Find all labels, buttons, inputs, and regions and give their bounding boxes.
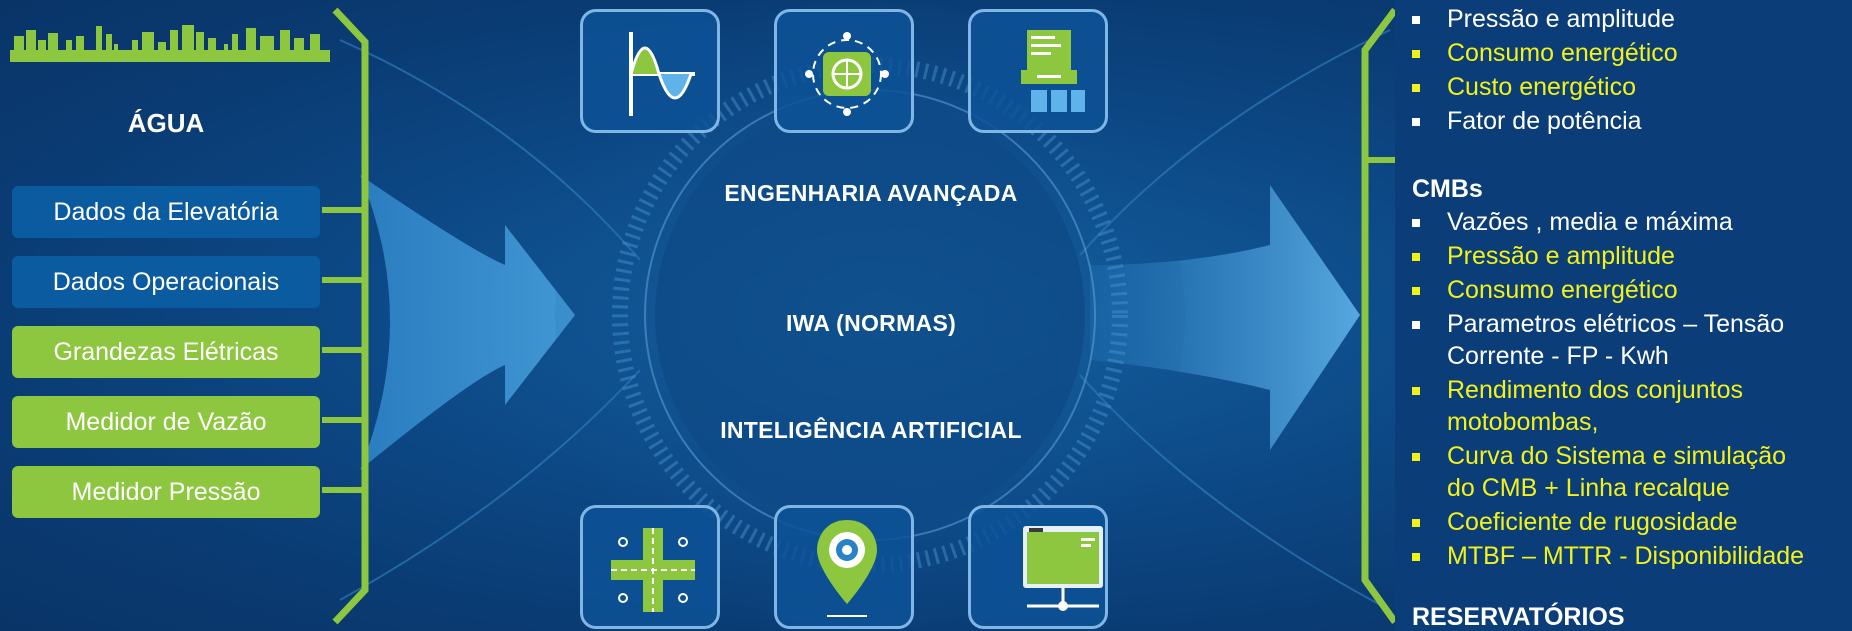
tile-wave-chart xyxy=(580,9,720,133)
flowchart-icon xyxy=(1021,30,1085,112)
left-bracket xyxy=(332,7,369,625)
tile-globe-network xyxy=(774,9,914,133)
bullet xyxy=(1412,219,1420,227)
item-custo-energetico: Custo energético xyxy=(1447,73,1637,101)
bullet xyxy=(1412,453,1420,461)
right-panel xyxy=(1395,0,1852,631)
source-box-pressao: Medidor Pressão xyxy=(12,466,320,518)
item-consumo-energetico: Consumo energético xyxy=(1447,39,1678,67)
item-rendimento-cont: motobombas, xyxy=(1447,408,1599,436)
item-curva-sistema-cont: do CMB + Linha recalque xyxy=(1447,474,1730,502)
tile-circuit-cross xyxy=(580,505,720,629)
tile-location-pin xyxy=(774,505,914,629)
bullet xyxy=(1412,321,1420,329)
dash-ring xyxy=(612,57,1128,573)
wave-chart-icon xyxy=(629,32,695,116)
bullet xyxy=(1412,16,1420,24)
item-fator-potencia: Fator de potência xyxy=(1447,107,1642,135)
tile-monitor-network xyxy=(968,505,1108,629)
item-consumo-energetico-cmb: Consumo energético xyxy=(1447,276,1678,304)
source-box-operacionais: Dados Operacionais xyxy=(12,256,320,308)
bullet xyxy=(1412,84,1420,92)
bullet xyxy=(1412,253,1420,261)
label-iwa: IWA (NORMAS) xyxy=(785,310,957,336)
item-parametros-eletricos-cont: Corrente - FP - Kwh xyxy=(1447,342,1669,370)
item-pressao-amplitude-cmb: Pressão e amplitude xyxy=(1447,242,1675,270)
location-pin-icon xyxy=(817,520,877,617)
item-curva-sistema: Curva do Sistema e simulação xyxy=(1447,442,1787,470)
section-title-reservatorios: RESERVATÓRIOS xyxy=(1412,603,1625,631)
bullet xyxy=(1412,50,1420,58)
source-box-grandezas: Grandezas Elétricas xyxy=(12,326,320,378)
section-title-cmbs: CMBs xyxy=(1412,175,1483,203)
bullet xyxy=(1412,387,1420,395)
monitor-network-icon xyxy=(1023,526,1103,611)
item-mtbf-mttr: MTBF – MTTR - Disponibilidade xyxy=(1447,542,1805,570)
label-engenharia: ENGENHARIA AVANÇADA xyxy=(724,180,1018,206)
city-skyline-icon xyxy=(10,25,330,62)
circuit-cross-icon xyxy=(611,528,695,612)
item-vazoes: Vazões , media e máxima xyxy=(1447,208,1733,236)
item-pressao-amplitude: Pressão e amplitude xyxy=(1447,5,1675,33)
item-parametros-eletricos: Parametros elétricos – Tensão xyxy=(1447,310,1785,338)
bullet xyxy=(1412,287,1420,295)
right-bracket xyxy=(1361,7,1398,625)
bullet xyxy=(1412,519,1420,527)
tile-flowchart xyxy=(968,9,1108,133)
item-coeficiente-rugosidade: Coeficiente de rugosidade xyxy=(1447,508,1738,536)
left-funnel-arrow xyxy=(360,175,575,470)
bullet xyxy=(1412,553,1420,561)
globe-network-icon xyxy=(805,32,889,116)
item-rendimento: Rendimento dos conjuntos xyxy=(1447,376,1744,404)
label-inteligencia: INTELIGÊNCIA ARTIFICIAL xyxy=(720,417,1022,443)
bullet xyxy=(1412,118,1420,126)
source-box-elevatoria: Dados da Elevatória xyxy=(12,186,320,238)
source-box-vazao: Medidor de Vazão xyxy=(12,396,320,448)
left-title: ÁGUA xyxy=(127,108,205,138)
center-disc xyxy=(655,100,1085,530)
right-funnel-arrow xyxy=(1090,185,1360,450)
